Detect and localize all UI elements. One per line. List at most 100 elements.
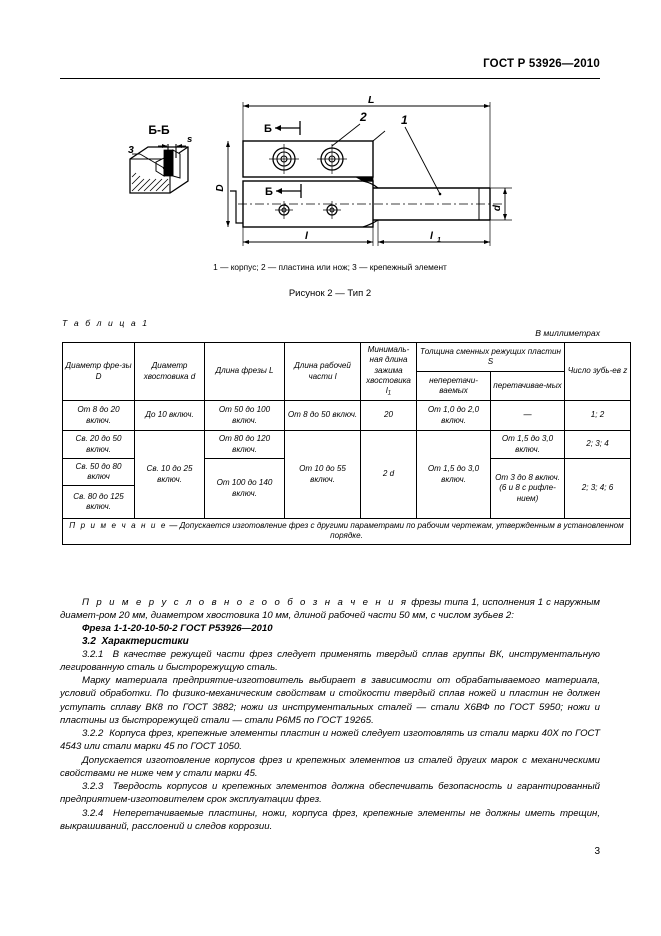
body-text-block: П р и м е р у с л о в н о г о о б о з н …	[60, 596, 600, 833]
paragraph-3-2-4: 3.2.4 Неперетачиваемые пластины, ножи, к…	[60, 807, 600, 833]
technical-drawing-figure-2: Б-Б 3 s D d L l l 1 Б Б 1 2	[60, 84, 600, 256]
fastener-top-1	[269, 144, 299, 174]
cell-length-cutter-3: От 100 до 140 включ.	[204, 458, 285, 520]
cell-diameter-cutter-3: Св. 50 до 80 включ	[62, 458, 135, 487]
cell-length-working-1: От 8 до 50 включ.	[284, 400, 361, 432]
header-divider-rule	[60, 78, 600, 79]
section-arrow-middle	[276, 184, 302, 198]
dimension-D	[226, 141, 230, 227]
example-lead: П р и м е р у с л о в н о г о о б о з н …	[82, 597, 409, 608]
dimension-d	[490, 187, 512, 221]
label-section-arrow-top: Б	[264, 123, 272, 135]
cell-diameter-cutter-2: Св. 20 до 50 включ.	[62, 430, 135, 460]
dimension-l1	[377, 220, 491, 246]
paragraph-other-steels: Допускается изготовление корпусов фрез и…	[60, 754, 600, 780]
cell-thickness-re-1: —	[489, 400, 566, 432]
table-row: От 8 до 20 включ. До 10 включ. От 50 до …	[62, 400, 632, 432]
label-dim-s: s	[187, 134, 192, 145]
table-note-row: П р и м е ч а н и е — Допускается изгото…	[61, 518, 632, 545]
table-note-text: — Допускается изготовление фрез с другим…	[166, 521, 624, 541]
header-length-cutter: Длина фрезы L	[204, 341, 285, 402]
table-row: Св. 20 до 50 включ. Св. 10 до 25 включ. …	[62, 430, 632, 520]
label-dim-l1-subscript: 1	[437, 237, 441, 244]
cell-length-cutter-2: От 80 до 120 включ.	[204, 430, 285, 460]
label-part-3: 3	[128, 144, 134, 156]
paragraph-number-3-2-4: 3.2.4	[82, 807, 104, 819]
dimension-l	[242, 227, 374, 246]
specification-table: Диаметр фре-зы D Диаметр хвостовика d Дл…	[61, 341, 632, 545]
label-dim-l1: l	[430, 230, 434, 242]
label-dim-d: d	[492, 204, 503, 211]
header-min-clamp-length: Минималь- ная длина зажима хвостовика l1	[360, 341, 417, 402]
table-note-lead: П р и м е ч а н и е	[69, 521, 167, 531]
cell-diameter-shank-1: До 10 включ.	[134, 400, 205, 432]
section-heading-3-2: 3.2 Характеристики	[60, 636, 600, 647]
paragraph-text-other-steels: Допускается изготовление корпусов фрез и…	[60, 754, 600, 779]
fastener-top-2	[317, 144, 347, 174]
paragraph-text-3-2-1: В качестве режущей части фрез следует пр…	[60, 648, 600, 673]
label-section-arrow-middle: Б	[265, 186, 273, 198]
paragraph-text-3-2-3: Твердость корпусов и крепежных элементов…	[60, 781, 600, 806]
table-units-note: В миллиметрах	[535, 328, 600, 338]
dimension-L	[242, 102, 491, 188]
cell-teeth-1: 1; 2	[564, 400, 632, 432]
header-min-clamp-line3: зажима	[374, 365, 403, 375]
fastener-bottom-1	[275, 201, 293, 219]
cell-diameter-cutter-1: От 8 до 20 включ.	[62, 400, 135, 432]
label-part-1: 1	[401, 113, 408, 127]
designation-code: Фреза 1-1-20-10-50-2 ГОСТ Р53926—2010	[82, 623, 273, 635]
header-length-working-part: Длина рабочей части l	[284, 341, 361, 402]
header-min-clamp-line4: хвостовика	[366, 376, 411, 386]
cell-diameter-cutter-4: Св. 80 до 125 включ.	[62, 485, 135, 520]
main-view	[226, 102, 512, 246]
table-header-row-2: неперетачи-ваемых перетачивае-мых	[63, 371, 631, 402]
example-designation-paragraph: П р и м е р у с л о в н о г о о б о з н …	[60, 596, 600, 622]
paragraph-number-3-2-1: 3.2.1	[82, 648, 104, 660]
page-number: 3	[594, 846, 600, 857]
header-insert-thickness-group: Толщина сменных режущих пластин S	[415, 341, 566, 373]
table-row: Св. 50 до 80 включ От 100 до 140 включ. …	[62, 458, 632, 520]
cell-teeth-2: 2; 3; 4	[564, 430, 632, 460]
figure-legend: 1 — корпус; 2 — пластина или нож; 3 — кр…	[213, 262, 447, 272]
section-bb-detail	[129, 144, 189, 194]
fastener-bottom-2	[323, 201, 341, 219]
cell-teeth-3: 2; 3; 4; 6	[564, 458, 632, 520]
paragraph-3-2-2: 3.2.2 Корпуса фрез, крепежные элементы п…	[60, 727, 600, 753]
label-dim-L: L	[368, 94, 374, 106]
section-heading-number: 3.2	[82, 635, 96, 647]
cell-length-cutter-1: От 50 до 100 включ.	[204, 400, 285, 432]
paragraph-3-2-3: 3.2.3 Твердость корпусов и крепежных эле…	[60, 780, 600, 806]
label-part-2: 2	[359, 110, 367, 124]
example-text: фрезы типа 1, исполнения 1 с наружным ди…	[60, 597, 601, 622]
section-heading-title: Характеристики	[101, 635, 189, 647]
cell-thickness-re-2: От 1,5 до 3,0 включ.	[489, 430, 566, 460]
paragraph-3-2-1: 3.2.1 В качестве режущей части фрез след…	[60, 648, 600, 674]
header-min-clamp-line2: ная длина	[369, 355, 408, 365]
cell-thickness-non-1: От 1,0 до 2,0 включ.	[416, 400, 491, 432]
header-teeth-count: Число зубь-ев z	[564, 341, 632, 402]
cell-thickness-non-2: От 1,5 до 3,0 включ.	[416, 430, 491, 520]
label-dim-D: D	[215, 184, 226, 191]
label-dim-l: l	[305, 230, 309, 242]
header-min-clamp-line1: Минималь-	[367, 345, 410, 354]
table-title: Т а б л и ц а 1	[62, 318, 150, 328]
header-thickness-regrindable: перетачивае-мых	[489, 371, 566, 402]
header-min-clamp-subscript: 1	[387, 390, 392, 398]
paragraph-text-3-2-4: Неперетачиваемые пластины, ножи, корпуса…	[60, 807, 600, 832]
figure-svg: Б-Б 3 s D d L l l 1 Б Б 1 2	[128, 94, 512, 246]
header-diameter-cutter: Диаметр фре-зы D	[62, 341, 135, 402]
cell-min-clamp-2: 2 d	[360, 430, 417, 520]
paragraph-text-3-2-2: Корпуса фрез, крепежные элементы пластин…	[60, 728, 600, 753]
cell-length-working-2: От 10 до 55 включ.	[284, 430, 361, 520]
cell-diameter-shank-2: Св. 10 до 25 включ.	[134, 430, 205, 520]
paragraph-number-3-2-3: 3.2.3	[82, 781, 104, 793]
cell-thickness-re-3: От 3 до 8 включ. (6 и 8 с рифле-нием)	[489, 458, 566, 520]
section-arrow-top	[275, 121, 301, 135]
page-header-standard-number: ГОСТ Р 53926—2010	[483, 58, 600, 70]
header-diameter-shank: Диаметр хвостовика d	[134, 341, 205, 402]
table-row: Св. 80 до 125 включ.	[62, 485, 631, 520]
label-section-bb: Б-Б	[148, 123, 170, 137]
figure-caption: Рисунок 2 — Тип 2	[288, 288, 372, 299]
header-min-clamp-symbol: l	[385, 386, 388, 396]
